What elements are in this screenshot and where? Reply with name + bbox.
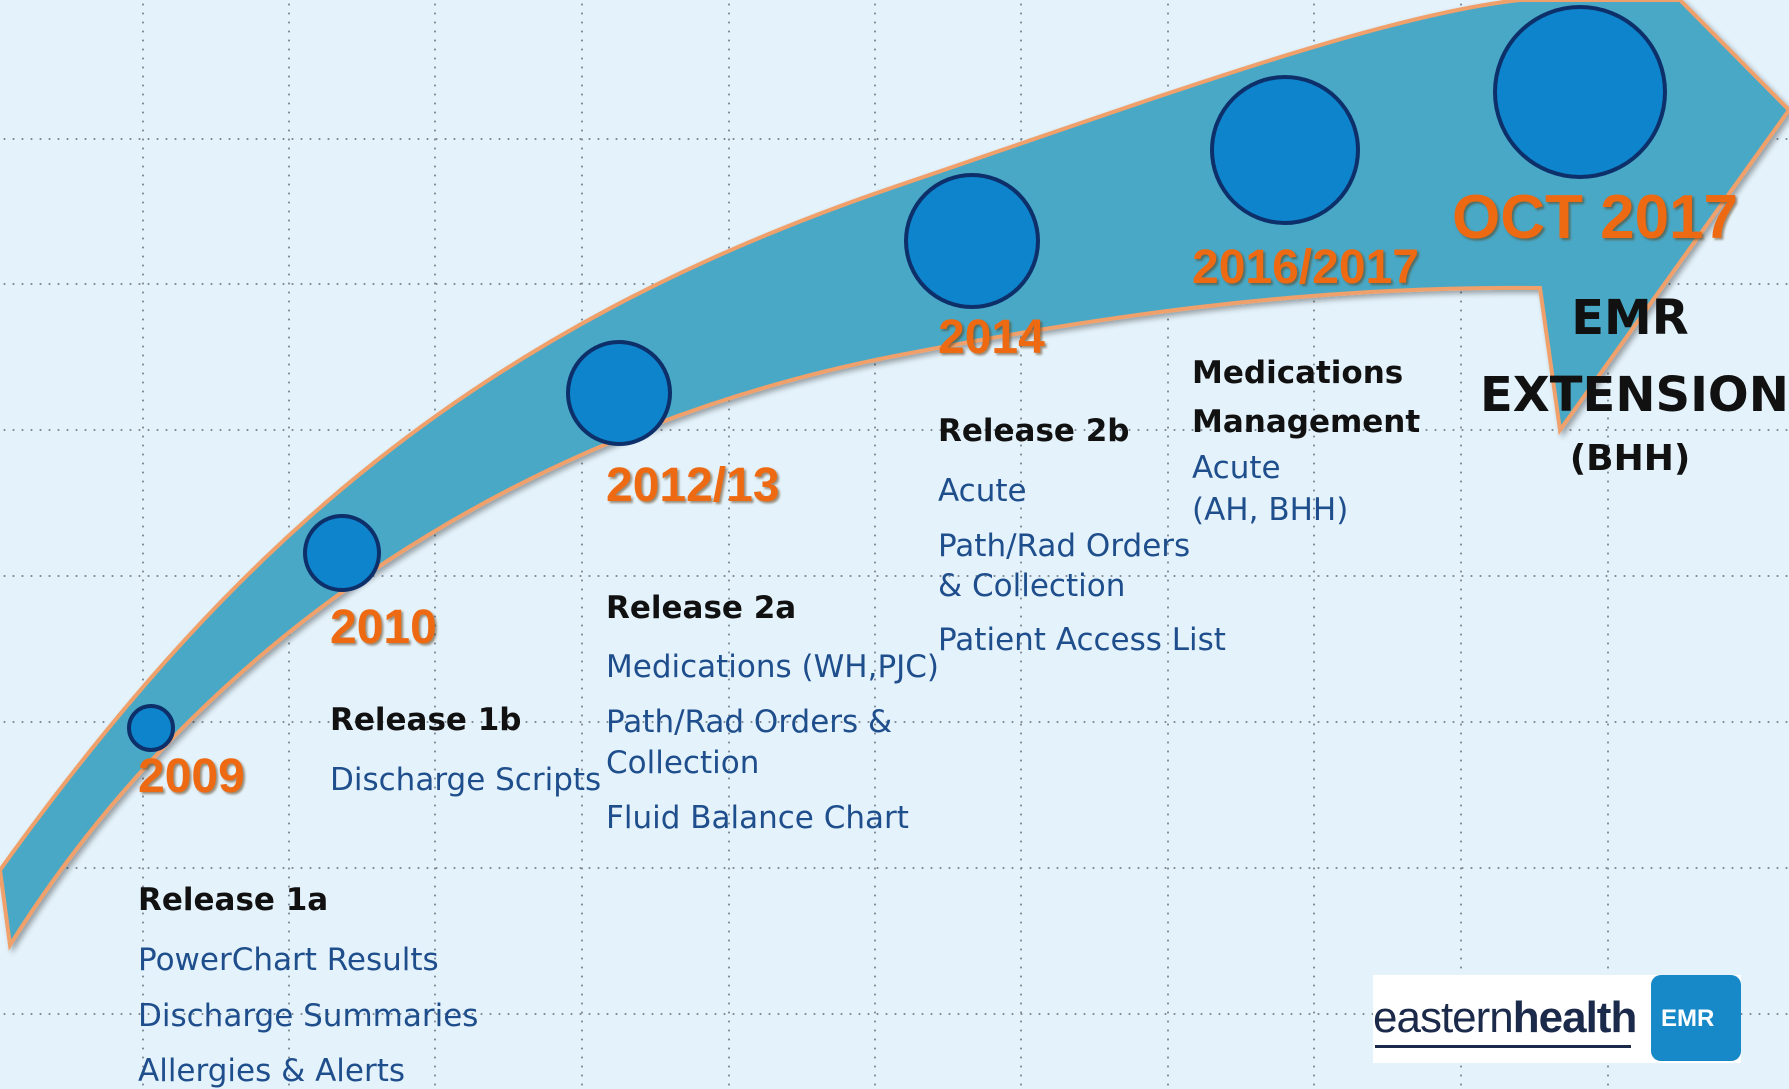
release-item: (AH, BHH)	[1192, 492, 1349, 528]
release-title: Release 2b	[938, 413, 1130, 449]
grid-line	[1460, 0, 1462, 1089]
release-item: Path/Rad Orders	[938, 528, 1191, 564]
release-title: Release 1b	[330, 702, 522, 738]
release-item: Discharge Summaries	[138, 998, 479, 1034]
grid-line	[434, 0, 436, 1089]
logo-underline	[1375, 1045, 1631, 1048]
grid-line	[1313, 0, 1315, 1089]
milestone-node	[904, 173, 1040, 309]
grid-line	[1607, 0, 1609, 1089]
release-item: Medications (WH,PJC)	[606, 649, 940, 685]
year-label: 2012/13	[606, 459, 780, 512]
logo-wordmark: easternhealth	[1373, 993, 1637, 1042]
release-item: Discharge Scripts	[330, 762, 602, 798]
milestone-node	[1493, 5, 1667, 179]
grid-line	[0, 575, 1789, 577]
grid-line	[0, 867, 1789, 869]
arrow-band	[0, 0, 1789, 951]
release-title: Medications	[1192, 355, 1404, 391]
year-label: 2014	[938, 311, 1045, 364]
emr-badge: EMR	[1651, 975, 1741, 1061]
grid-line	[728, 0, 730, 1089]
release-item: Allergies & Alerts	[138, 1053, 406, 1089]
year-label: 2010	[330, 601, 437, 654]
eastern-health-logo: easternhealth EMR	[1373, 975, 1741, 1063]
extension-title: EXTENSION	[1480, 367, 1789, 423]
milestone-node	[303, 514, 381, 592]
milestone-node	[566, 340, 672, 446]
grid-line	[874, 0, 876, 1089]
year-label: 2016/2017	[1192, 241, 1419, 294]
release-item: Acute	[938, 473, 1027, 509]
release-title: Release 1a	[138, 882, 329, 918]
milestone-node	[1210, 75, 1360, 225]
grid-line	[142, 0, 144, 1089]
grid-line	[581, 0, 583, 1089]
release-title: Management	[1192, 404, 1421, 440]
release-item: Patient Access List	[938, 622, 1226, 658]
grid-line	[1167, 0, 1169, 1089]
milestone-node	[127, 704, 175, 752]
year-label: 2009	[138, 750, 245, 803]
extension-subtitle: (BHH)	[1569, 438, 1691, 479]
release-item: Path/Rad Orders &	[606, 704, 893, 740]
year-label: OCT 2017	[1452, 183, 1739, 252]
release-item: Collection	[606, 745, 760, 781]
release-item: PowerChart Results	[138, 942, 439, 978]
release-item: & Collection	[938, 568, 1126, 604]
grid-line	[1020, 0, 1022, 1089]
grid-line	[0, 1013, 1789, 1015]
grid-line	[0, 429, 1789, 431]
grid-line	[0, 721, 1789, 723]
release-item: Fluid Balance Chart	[606, 800, 909, 836]
release-title: Release 2a	[606, 590, 797, 626]
extension-title: EMR	[1571, 290, 1689, 346]
grid-line	[0, 138, 1789, 140]
release-item: Acute	[1192, 450, 1281, 486]
